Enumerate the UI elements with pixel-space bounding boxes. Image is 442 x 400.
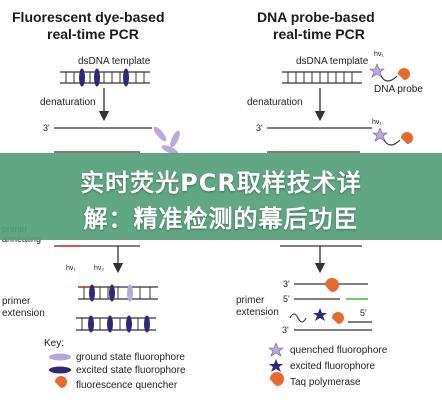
right-hv-label: hν₁	[374, 51, 384, 58]
key-item-ground: ground state fluorophore	[76, 352, 185, 363]
right-strand-3-c: 3'	[282, 325, 289, 335]
key-item-excited-fluor: excited fluorophore	[290, 361, 375, 372]
taq-polymerase-icon	[270, 372, 284, 386]
left-hv-1: hν₁	[66, 265, 76, 272]
right-dna-probe: hν₁ DNA probe	[369, 51, 423, 95]
quencher-icon	[55, 376, 67, 388]
banner-line-1: 实时荧光PCR取样技术详	[80, 169, 362, 197]
key-item-quencher: fluorescence quencher	[76, 380, 178, 391]
right-denaturation-label: denaturation	[247, 97, 303, 108]
right-probe-bound: hν₁	[372, 119, 413, 146]
quenched-fluorophore-icon	[372, 127, 388, 142]
left-extension-label-1: primer	[2, 296, 31, 307]
key-item-taq: Taq polymerase	[290, 377, 361, 388]
excited-fluorophore-icon	[88, 315, 94, 333]
left-dsdna-template	[60, 68, 150, 87]
ground-fluorophore-icon	[153, 126, 167, 142]
left-extension-duplex-1: hν₁ hν₂	[66, 265, 158, 302]
quenched-fluorophore-icon	[268, 342, 284, 357]
left-panel: Fluorescent dye-based real-time PCR dsDN…	[2, 9, 180, 333]
left-denaturation-label: denaturation	[40, 97, 96, 108]
free-dye-group	[153, 126, 180, 155]
key-item-excited: excited state fluorophore	[76, 365, 186, 376]
excited-fluorophore-icon	[126, 315, 132, 333]
left-title-line1: Fluorescent dye-based	[12, 9, 165, 25]
left-template-label: dsDNA template	[78, 56, 151, 67]
quenched-fluorophore-icon	[369, 63, 385, 78]
left-strand-3: 3'	[43, 123, 50, 133]
right-strand-3-b: 3'	[283, 279, 290, 289]
right-strand-5-c: 5'	[360, 308, 367, 318]
ground-fluorophore-icon	[49, 353, 71, 361]
left-hv-2: hν₂	[94, 265, 104, 272]
right-title-line2: real-time PCR	[273, 26, 365, 42]
title-banner: 实时荧光PCR取样技术详 解：精准检测的幕后功臣	[0, 153, 442, 240]
excited-fluorophore-icon	[313, 308, 327, 321]
excited-fluorophore-icon	[49, 366, 71, 374]
right-strand-3: 3'	[256, 123, 263, 133]
ground-fluorophore-icon	[161, 145, 179, 155]
right-dsdna-template	[282, 71, 362, 84]
excited-fluorophore-icon	[123, 68, 129, 87]
key-title: Key:	[44, 338, 64, 349]
right-hv-label-2: hν₁	[372, 119, 382, 126]
right-title-line1: DNA probe-based	[257, 9, 375, 25]
ground-fluorophore-icon	[127, 284, 133, 302]
right-extension-label-2: extension	[236, 307, 279, 318]
taq-polymerase-icon	[325, 278, 339, 292]
left-extension-duplex-2	[76, 315, 156, 333]
key-legend: Key: ground state fluorophore excited st…	[44, 338, 388, 391]
left-title-line2: real-time PCR	[47, 26, 139, 42]
excited-fluorophore-icon	[144, 315, 150, 333]
right-probe-label: DNA probe	[374, 84, 423, 95]
key-item-quenched: quenched fluorophore	[290, 345, 388, 356]
excited-fluorophore-icon	[79, 68, 85, 87]
left-extension-label-2: extension	[2, 308, 45, 319]
right-strand-5-b: 5'	[283, 294, 290, 304]
ground-fluorophore-icon	[170, 130, 180, 148]
right-template-label: dsDNA template	[296, 56, 369, 67]
right-cleaved-probe	[289, 308, 344, 324]
banner-line-2: 解：精准检测的幕后功臣	[83, 205, 359, 233]
right-panel: DNA probe-based real-time PCR dsDNA temp…	[236, 9, 423, 335]
right-extension-label-1: primer	[236, 295, 265, 306]
excited-fluorophore-icon	[107, 315, 113, 333]
excited-fluorophore-icon	[89, 284, 95, 302]
excited-star-icon	[269, 359, 283, 372]
excited-fluorophore-icon	[94, 68, 100, 87]
excited-fluorophore-icon	[109, 284, 115, 302]
